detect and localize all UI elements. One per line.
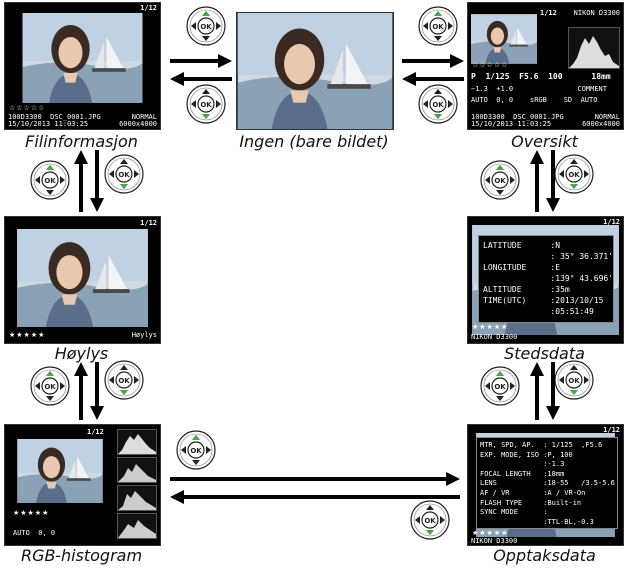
arrow-up xyxy=(530,150,544,212)
rgb-histogram-screen: 1/12 ★★★★★ AUTO 0, 0 xyxy=(4,424,161,546)
camera-model: NIKON D3300 xyxy=(471,333,517,341)
photo xyxy=(9,13,156,103)
multi-selector-icon xyxy=(410,500,450,540)
multi-selector-icon xyxy=(30,160,70,200)
rating-stars: ☆☆☆☆☆ xyxy=(9,104,45,112)
compensation-row: −1.3 +1.0 xyxy=(471,85,513,93)
camera-model: NIKON D3300 xyxy=(574,9,620,17)
image-counter: 1/12 xyxy=(140,4,157,12)
location-data-panel: LATITUDE :N : 35° 36.371' LONGITUDE :E :… xyxy=(478,235,614,323)
arrow-left xyxy=(170,72,232,86)
histogram-red xyxy=(117,457,157,483)
caption-none: Ingen (bare bildet) xyxy=(224,132,404,151)
arrow-right xyxy=(170,54,232,68)
multi-selector-icon xyxy=(186,84,226,124)
arrow-up xyxy=(74,362,88,420)
file-line-2: 15/10/2013 11:03:25 xyxy=(471,120,551,128)
location-lines: LATITUDE :N : 35° 36.371' LONGITUDE :E :… xyxy=(483,240,613,317)
shooting-data-panel: MTR, SPD, AP. : 1/125 ,F5.6 EXP. MODE, I… xyxy=(476,437,618,529)
histogram-luminance xyxy=(117,429,157,455)
rating-stars: ☆☆☆☆☆ xyxy=(472,61,508,69)
photo xyxy=(8,439,112,503)
shooting-lines: MTR, SPD, AP. : 1/125 ,F5.6 EXP. MODE, I… xyxy=(480,441,615,527)
photo xyxy=(9,229,156,327)
rating-stars: ★★★★★ xyxy=(472,323,508,331)
arrow-right xyxy=(170,472,460,486)
caption-rgb: RGB-histogram xyxy=(4,546,159,565)
arrow-left xyxy=(402,72,464,86)
file-line-2: 15/10/2013 11:03:25 xyxy=(8,120,88,128)
location-screen: 1/12 LATITUDE :N : 35° 36.371' LONGITUDE… xyxy=(467,216,624,344)
shooting-data-screen: 1/12 MTR, SPD, AP. : 1/125 ,F5.6 EXP. MO… xyxy=(467,424,624,546)
none-screen xyxy=(236,12,394,130)
multi-selector-icon xyxy=(480,366,520,406)
multi-selector-icon xyxy=(186,6,226,46)
multi-selector-icon xyxy=(480,160,520,200)
highlights-screen: 1/12 ★★★★★ Høylys xyxy=(4,216,161,344)
histogram-blue xyxy=(117,513,157,539)
overview-screen: 1/12 NIKON D3300 ☆☆☆☆☆ P 1/125 F5.6 100 … xyxy=(467,2,624,130)
arrow-down xyxy=(546,362,560,420)
caption-file-info: Filinformasjon xyxy=(4,132,159,151)
highlights-label: Høylys xyxy=(132,331,157,339)
multi-selector-icon xyxy=(418,6,458,46)
photo xyxy=(237,13,393,129)
multi-selector-icon xyxy=(554,154,594,194)
camera-model: NIKON D3300 xyxy=(471,537,517,545)
multi-selector-icon xyxy=(418,84,458,124)
settings-row: AUTO 0, 0 sRGB SD AUTO xyxy=(471,96,597,104)
multi-selector-icon xyxy=(30,366,70,406)
multi-selector-icon xyxy=(104,360,144,400)
multi-selector-icon xyxy=(104,154,144,194)
image-counter: 1/12 xyxy=(540,9,557,17)
caption-shooting: Opptaksdata xyxy=(467,546,622,565)
histogram xyxy=(568,27,620,69)
image-size: 6000x4000 xyxy=(582,120,620,128)
photo xyxy=(471,9,537,69)
image-counter: 1/12 xyxy=(603,426,620,434)
rating-stars: ★★★★★ xyxy=(472,529,508,537)
image-size: 6000x4000 xyxy=(119,120,157,128)
histogram-green xyxy=(117,485,157,511)
image-counter: 1/12 xyxy=(87,428,104,436)
rating-stars: ★★★★★ xyxy=(13,509,49,517)
arrow-right xyxy=(402,54,464,68)
image-counter: 1/12 xyxy=(603,218,620,226)
arrow-down xyxy=(90,362,104,420)
image-counter: 1/12 xyxy=(140,219,157,227)
caption-location: Stedsdata xyxy=(467,344,622,363)
caption-overview: Oversikt xyxy=(467,132,622,151)
arrow-down xyxy=(90,150,104,212)
multi-selector-icon xyxy=(176,430,216,470)
white-balance: AUTO 0, 0 xyxy=(13,529,55,537)
rating-stars: ★★★★★ xyxy=(9,331,45,339)
comment-label: COMMENT xyxy=(577,85,607,93)
file-info-screen: 1/12 ☆☆☆☆☆ 100D3300 DSC_0001.JPG 15/10/2… xyxy=(4,2,161,130)
multi-selector-icon xyxy=(554,360,594,400)
arrow-up xyxy=(530,362,544,420)
arrow-up xyxy=(74,150,88,212)
arrow-left xyxy=(170,490,460,504)
exposure-row: P 1/125 F5.6 100 18mm xyxy=(471,73,611,81)
arrow-down xyxy=(546,150,560,212)
